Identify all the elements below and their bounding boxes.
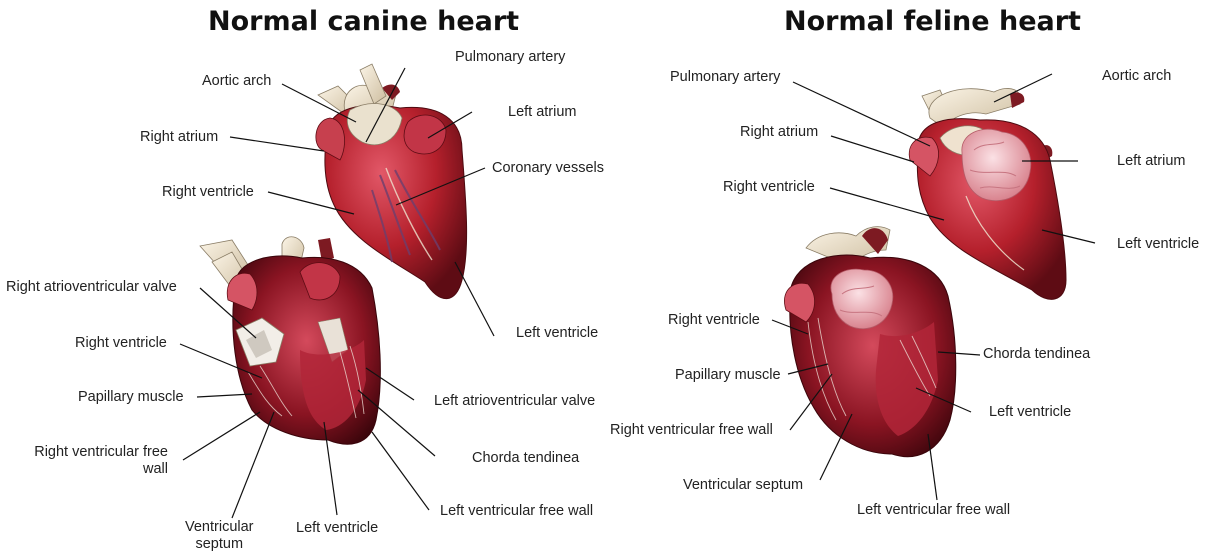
feline-papillary-muscle-label: Papillary muscle <box>675 367 781 384</box>
canine-ventricular-septum-line1: Ventricular <box>185 519 254 536</box>
feline-rv-free-wall-label: Right ventricular free wall <box>610 422 773 439</box>
feline-lv-free-wall-label: Left ventricular free wall <box>857 502 1010 519</box>
canine-papillary-muscle-label: Papillary muscle <box>78 389 184 406</box>
canine-right-ventricle-int-label: Right ventricle <box>75 335 167 352</box>
feline-left-ventricle-int-label: Left ventricle <box>989 404 1071 421</box>
feline-right-atrium-label: Right atrium <box>740 124 818 141</box>
feline-right-ventricle-int-label: Right ventricle <box>668 312 760 329</box>
canine-left-ventricle-int-label: Left ventricle <box>296 520 378 537</box>
canine-ventricular-septum-label: Ventricular septum <box>185 519 254 553</box>
canine-coronary-vessels-label: Coronary vessels <box>492 160 604 177</box>
canine-pulmonary-artery-label: Pulmonary artery <box>455 49 565 66</box>
canine-chorda-tendinea-label: Chorda tendinea <box>472 450 579 467</box>
canine-ventricular-septum-line2: septum <box>185 536 254 553</box>
canine-right-av-valve-label: Right atrioventricular valve <box>6 279 177 296</box>
canine-rv-free-wall-line1: Right ventricular free <box>20 444 168 461</box>
canine-right-ventricle-ext-label: Right ventricle <box>162 184 254 201</box>
canine-rv-free-wall-line2: wall <box>20 461 168 478</box>
canine-left-ventricle-ext-label: Left ventricle <box>516 325 598 342</box>
canine-aortic-arch-label: Aortic arch <box>202 73 271 90</box>
canine-left-atrium-label: Left atrium <box>508 104 577 121</box>
canine-rv-free-wall-label: Right ventricular free wall <box>20 444 168 478</box>
feline-right-ventricle-ext-label: Right ventricle <box>723 179 815 196</box>
feline-left-ventricle-ext-label: Left ventricle <box>1117 236 1199 253</box>
feline-sectioned-heart <box>784 227 955 457</box>
feline-external-heart <box>909 88 1066 299</box>
feline-left-atrium-label: Left atrium <box>1117 153 1186 170</box>
canine-right-atrium-label: Right atrium <box>140 129 218 146</box>
feline-pulmonary-artery-label: Pulmonary artery <box>670 69 780 86</box>
feline-chorda-tendinea-label: Chorda tendinea <box>983 346 1090 363</box>
canine-sectioned-heart <box>200 237 380 444</box>
feline-aortic-arch-label: Aortic arch <box>1102 68 1171 85</box>
canine-left-av-valve-label: Left atrioventricular valve <box>434 393 595 410</box>
canine-lv-free-wall-label: Left ventricular free wall <box>440 503 593 520</box>
feline-ventricular-septum-label: Ventricular septum <box>683 477 803 494</box>
